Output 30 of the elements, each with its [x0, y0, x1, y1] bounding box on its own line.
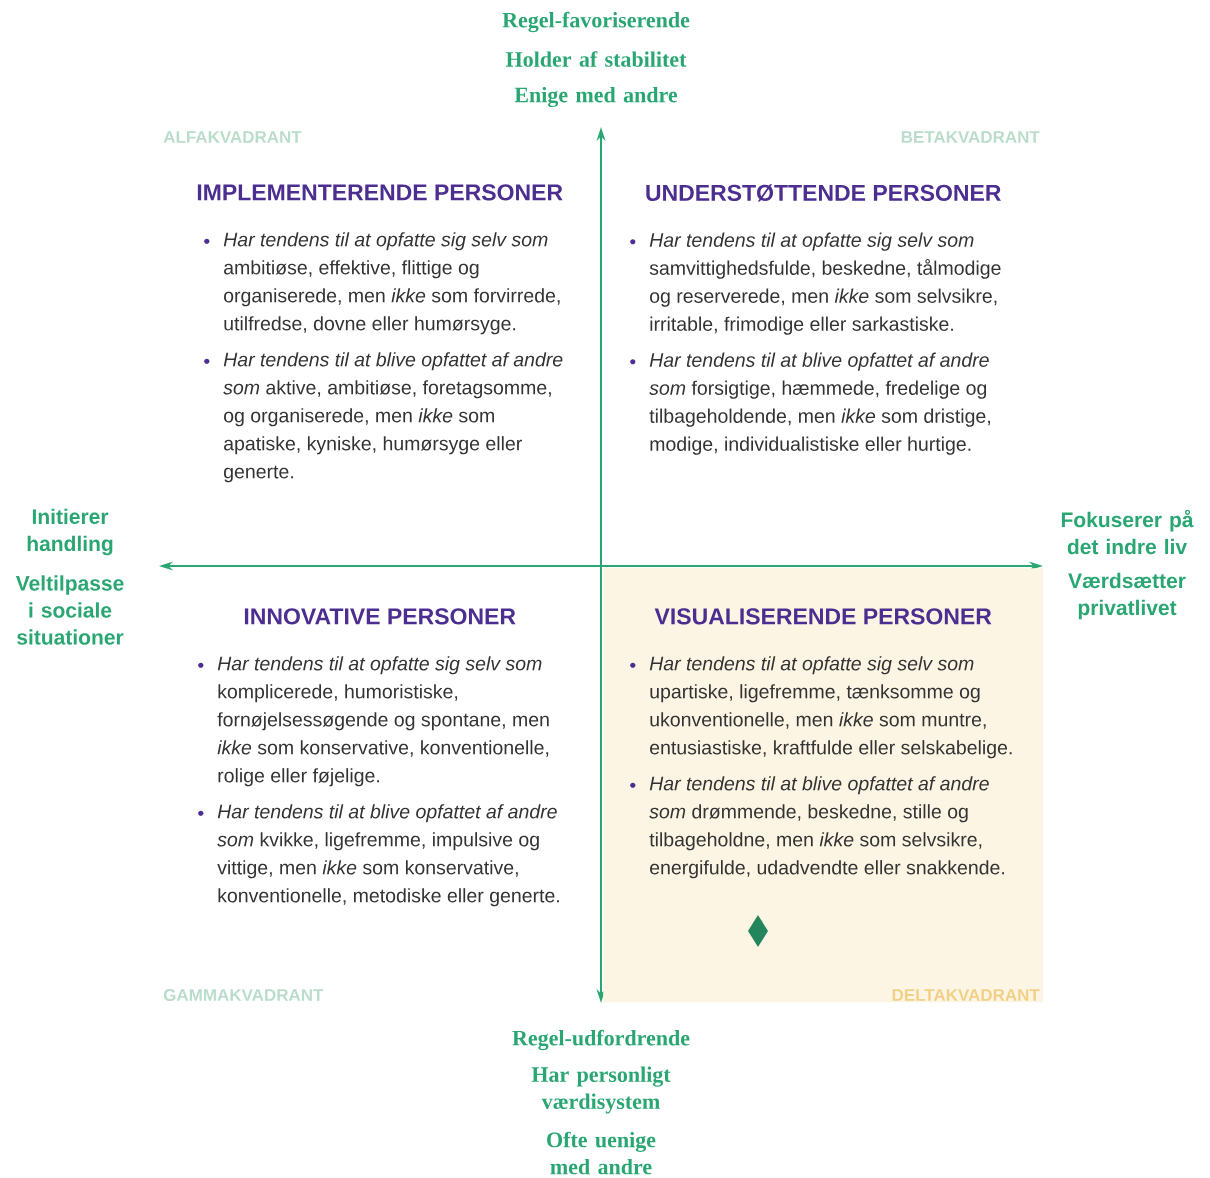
heading: VISUALISERENDE PERSONER — [654, 608, 992, 625]
quadrant-label: GAMMAKVADRANT — [163, 989, 324, 1002]
quadrant-panel — [197, 184, 563, 483]
bullet-item: Har tendens til at blive opfattet af andre som drømmende, beskedne, stille og tilbageholdne, men ikke som selvsikre, energifulde, udadvendte eller snakkende. — [630, 776, 1004, 879]
axis-label: Værdsætter privatlivet — [1068, 572, 1186, 620]
bullet-item: Har tendens til at opfatte sig selv som samvittighedsfulde, beskedne, tålmodige og reserverede, men ikke som selvsikre, irritable, frimodige eller sarkastiske. — [630, 232, 1001, 335]
axis-label: Har personligt værdisystem — [531, 1066, 671, 1114]
bullet-item: Har tendens til at opfatte sig selv som ambitiøse, effektive, flittige og organiserede, men ikke som forvirrede, utilfredse, dovne eller humørsyge. — [204, 232, 560, 335]
quadrant-label: DELTAKVADRANT — [892, 989, 1040, 1001]
axis-label: Initierer handling — [27, 508, 113, 556]
axis-label: Enige med andre — [514, 86, 678, 108]
axis-label: Holder af stabilitet — [505, 51, 687, 67]
bullet-item: Har tendens til at blive opfattet af andre som forsigtige, hæmmede, fredelige og tilbageholdende, men ikke som dristige, modige, individualistiske eller hurtige. — [630, 352, 990, 455]
quadrant-panel — [630, 184, 1001, 455]
bullet-item: Har tendens til at blive opfattet af andre som aktive, ambitiøse, foretagsomme, og organiserede, men ikke som apatiske, kyniske, humørsyge eller generte. — [204, 352, 563, 483]
axis-label: Regel-favoriserende — [502, 11, 690, 33]
axis-label: Regel-udfordrende — [512, 1029, 690, 1051]
axis-label: Veltilpasse i sociale situationer — [15, 575, 124, 645]
axis-label: Ofte uenige med andre — [547, 1131, 656, 1175]
heading: IMPLEMENTERENDE PERSONER — [197, 184, 563, 201]
axis-label: Fokuserer på det indre liv — [1061, 509, 1194, 555]
heading: INNOVATIVE PERSONER — [244, 608, 516, 625]
bullet-item: Har tendens til at blive opfattet af andre som kvikke, ligefremme, impulsive og vittige, men ikke som konservative, konventionelle, metodiske eller generte. — [198, 804, 559, 907]
quadrant-panel — [603, 568, 1044, 1003]
bullet-item: Har tendens til at opfatte sig selv som upartiske, ligefremme, tænksomme og ukonventionelle, men ikke som muntre, entusiastiske, kraftfulde eller selskabelige. — [630, 656, 1012, 759]
bullet-item: Har tendens til at opfatte sig selv som komplicerede, humoristiske, fornøjelsessøgende og spontane, men ikke som konservative, konventionelle, rolige eller føjelige. — [198, 656, 549, 787]
quadrant-label: BETAKVADRANT — [901, 131, 1040, 143]
quadrant-panel — [198, 608, 559, 907]
heading: UNDERSTØTTENDE PERSONER — [646, 184, 1001, 202]
quadrant-label: ALFAKVADRANT — [163, 131, 302, 143]
